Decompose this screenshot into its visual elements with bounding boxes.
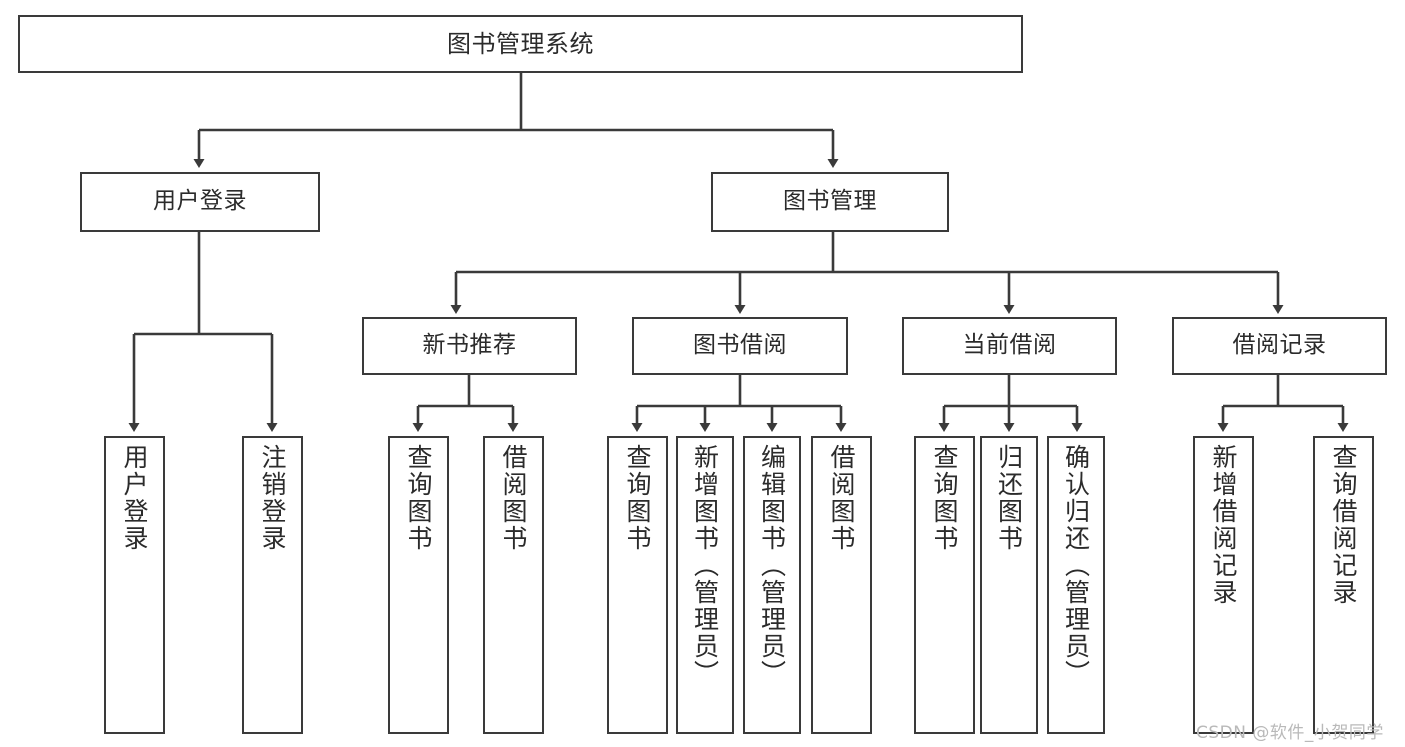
node-borrow-record-label: 借阅记录 [1232,332,1327,359]
leaf-new-book-query-label: 查询图书 [404,444,433,552]
node-root-system-label: 图书管理系统 [447,29,594,58]
node-borrow-record[interactable]: 借阅记录 [1172,317,1387,375]
leaf-user-login-logout-label: 注销登录 [258,444,287,552]
leaf-current-borrow-return[interactable]: 归还图书 [980,436,1038,734]
node-book-borrow-label: 图书借阅 [693,332,787,359]
leaf-book-borrow-borrow-label: 借阅图书 [827,444,856,552]
leaf-current-borrow-query[interactable]: 查询图书 [914,436,975,734]
node-book-manage[interactable]: 图书管理 [711,172,949,232]
node-book-borrow[interactable]: 图书借阅 [632,317,848,375]
leaf-current-borrow-return-label: 归还图书 [994,444,1024,552]
node-user-login[interactable]: 用户登录 [80,172,320,232]
leaf-book-borrow-query-label: 查询图书 [623,444,652,552]
leaf-borrow-record-add-label: 新增借阅记录 [1209,444,1238,606]
node-root-system[interactable]: 图书管理系统 [18,15,1023,73]
node-book-manage-label: 图书管理 [783,188,877,215]
leaf-new-book-borrow-label: 借阅图书 [499,444,528,552]
leaf-book-borrow-add-label: 新增图书（管理员） [690,444,720,687]
leaf-user-login-logout[interactable]: 注销登录 [242,436,303,734]
leaf-borrow-record-query[interactable]: 查询借阅记录 [1313,436,1374,734]
leaf-book-borrow-borrow[interactable]: 借阅图书 [811,436,872,734]
leaf-book-borrow-add[interactable]: 新增图书（管理员） [676,436,734,734]
node-current-borrow-label: 当前借阅 [962,332,1057,359]
leaf-borrow-record-add[interactable]: 新增借阅记录 [1193,436,1254,734]
node-user-login-label: 用户登录 [153,188,247,215]
node-current-borrow[interactable]: 当前借阅 [902,317,1117,375]
leaf-current-borrow-confirm[interactable]: 确认归还（管理员） [1047,436,1105,734]
leaf-user-login-login-label: 用户登录 [120,444,149,552]
node-new-book-recommend-label: 新书推荐 [422,332,517,359]
leaf-book-borrow-query[interactable]: 查询图书 [607,436,668,734]
node-new-book-recommend[interactable]: 新书推荐 [362,317,577,375]
leaf-book-borrow-edit-label: 编辑图书（管理员） [757,444,787,687]
leaf-book-borrow-edit[interactable]: 编辑图书（管理员） [743,436,801,734]
leaf-borrow-record-query-label: 查询借阅记录 [1329,444,1358,606]
leaf-new-book-borrow[interactable]: 借阅图书 [483,436,544,734]
csdn-watermark: CSDN @软件_小贺同学 [1196,723,1384,743]
leaf-current-borrow-query-label: 查询图书 [930,444,959,552]
leaf-current-borrow-confirm-label: 确认归还（管理员） [1061,444,1091,687]
leaf-new-book-query[interactable]: 查询图书 [388,436,449,734]
leaf-user-login-login[interactable]: 用户登录 [104,436,165,734]
